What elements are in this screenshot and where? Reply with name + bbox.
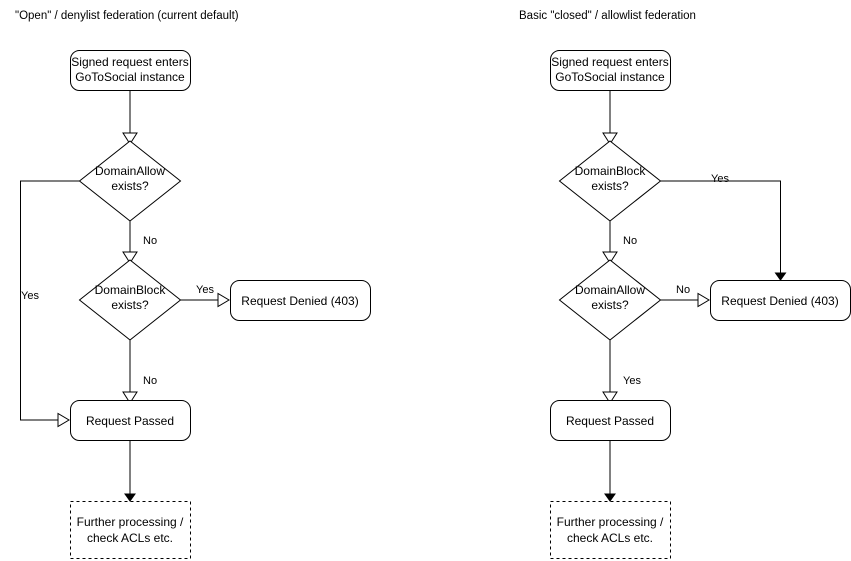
- arrowhead-filled-icon: [774, 272, 787, 281]
- edge-label-domainallow-yes-right: Yes: [623, 375, 641, 387]
- panel-open-denylist: "Open" / denylist federation (current de…: [15, 10, 371, 559]
- edge-label-domainblock-no-left: No: [143, 375, 157, 387]
- node-domain-allow-left-line2: exists?: [111, 179, 149, 193]
- panel-closed-allowlist: Basic "closed" / allowlist federation Si…: [519, 10, 851, 559]
- panel-title-closed-allowlist: Basic "closed" / allowlist federation: [519, 10, 696, 22]
- arrowhead-open-icon: [602, 391, 618, 404]
- arrowhead-filled-icon: [604, 493, 616, 502]
- node-request-denied-right-label: Request Denied (403): [721, 294, 838, 308]
- node-further-processing-right-line1: Further processing /: [557, 515, 664, 529]
- arrowhead-open-icon: [122, 251, 138, 264]
- edge-label-domainallow-no-right: No: [676, 284, 690, 296]
- node-domain-allow-right-line2: exists?: [591, 298, 629, 312]
- node-domain-block-right: DomainBlock exists?: [558, 140, 662, 222]
- edge-label-domainblock-yes-left: Yes: [196, 284, 214, 296]
- node-domain-block-right-line2: exists?: [591, 179, 629, 193]
- edge-domainallow-yes-left: Yes: [20, 180, 80, 428]
- node-domain-block-left: DomainBlock exists?: [78, 259, 182, 341]
- arrowhead-open-icon: [122, 391, 138, 404]
- edge-entry-to-domainblock-right: [602, 90, 618, 145]
- edge-label-domainallow-no-left: No: [143, 235, 157, 247]
- node-request-denied-left: Request Denied (403): [230, 280, 371, 321]
- edge-entry-to-domainallow-left: [122, 90, 138, 145]
- node-further-processing-left: Further processing / check ACLs etc.: [70, 501, 191, 559]
- edge-label-domainallow-yes-left: Yes: [21, 290, 39, 302]
- node-domain-allow-left: DomainAllow exists?: [78, 140, 182, 222]
- edge-domainblock-yes-right: Yes: [660, 173, 787, 281]
- node-entry-right-line1: Signed request enters: [551, 55, 668, 69]
- node-request-denied-right: Request Denied (403): [710, 280, 851, 321]
- node-domain-allow-right: DomainAllow exists?: [558, 259, 662, 341]
- node-entry-left-line2: GoToSocial instance: [75, 70, 185, 84]
- node-entry-right: Signed request enters GoToSocial instanc…: [550, 50, 671, 91]
- node-entry-left-line1: Signed request enters: [71, 55, 188, 69]
- node-further-processing-right-shape: [550, 501, 671, 559]
- edge-domainblock-yes-left: Yes: [180, 284, 230, 308]
- node-further-processing-left-line1: Further processing /: [77, 515, 184, 529]
- edge-domainallow-no-left: No: [122, 221, 157, 264]
- node-domain-block-right-line1: DomainBlock: [575, 164, 647, 178]
- arrowhead-filled-icon: [124, 493, 136, 502]
- edge-domainblock-no-left: No: [122, 340, 157, 404]
- node-further-processing-right: Further processing / check ACLs etc.: [550, 501, 671, 559]
- node-request-denied-left-label: Request Denied (403): [241, 294, 358, 308]
- node-domain-block-left-line2: exists?: [111, 298, 149, 312]
- arrowhead-open-icon: [57, 412, 70, 428]
- node-domain-allow-left-line1: DomainAllow: [95, 164, 165, 178]
- node-domain-allow-right-line1: DomainAllow: [575, 283, 645, 297]
- panel-title-open-denylist: "Open" / denylist federation (current de…: [15, 10, 239, 22]
- node-further-processing-right-line2: check ACLs etc.: [567, 531, 653, 545]
- node-request-passed-left-label: Request Passed: [86, 414, 174, 428]
- node-domain-block-left-line1: DomainBlock: [95, 283, 167, 297]
- edge-domainblock-no-right: No: [602, 221, 637, 264]
- node-further-processing-left-line2: check ACLs etc.: [87, 531, 173, 545]
- arrowhead-open-icon: [697, 292, 710, 308]
- arrowhead-open-icon: [602, 251, 618, 264]
- node-entry-left: Signed request enters GoToSocial instanc…: [70, 50, 191, 91]
- node-request-denied-left-shape: [230, 280, 371, 321]
- node-request-passed-right: Request Passed: [550, 400, 671, 441]
- edge-label-domainblock-no-right: No: [623, 235, 637, 247]
- edge-domainallow-yes-right: Yes: [602, 340, 641, 404]
- edge-domainallow-no-right: No: [660, 284, 710, 308]
- edge-passed-to-further-left: [124, 440, 136, 502]
- arrowhead-open-icon: [122, 132, 138, 145]
- arrowhead-open-icon: [217, 292, 230, 308]
- node-further-processing-left-shape: [70, 501, 191, 559]
- edge-label-domainblock-yes-right: Yes: [711, 173, 729, 185]
- arrowhead-open-icon: [602, 132, 618, 145]
- node-request-passed-left: Request Passed: [70, 400, 191, 441]
- edge-passed-to-further-right: [604, 440, 616, 502]
- node-entry-right-line2: GoToSocial instance: [555, 70, 665, 84]
- node-request-passed-right-label: Request Passed: [566, 414, 654, 428]
